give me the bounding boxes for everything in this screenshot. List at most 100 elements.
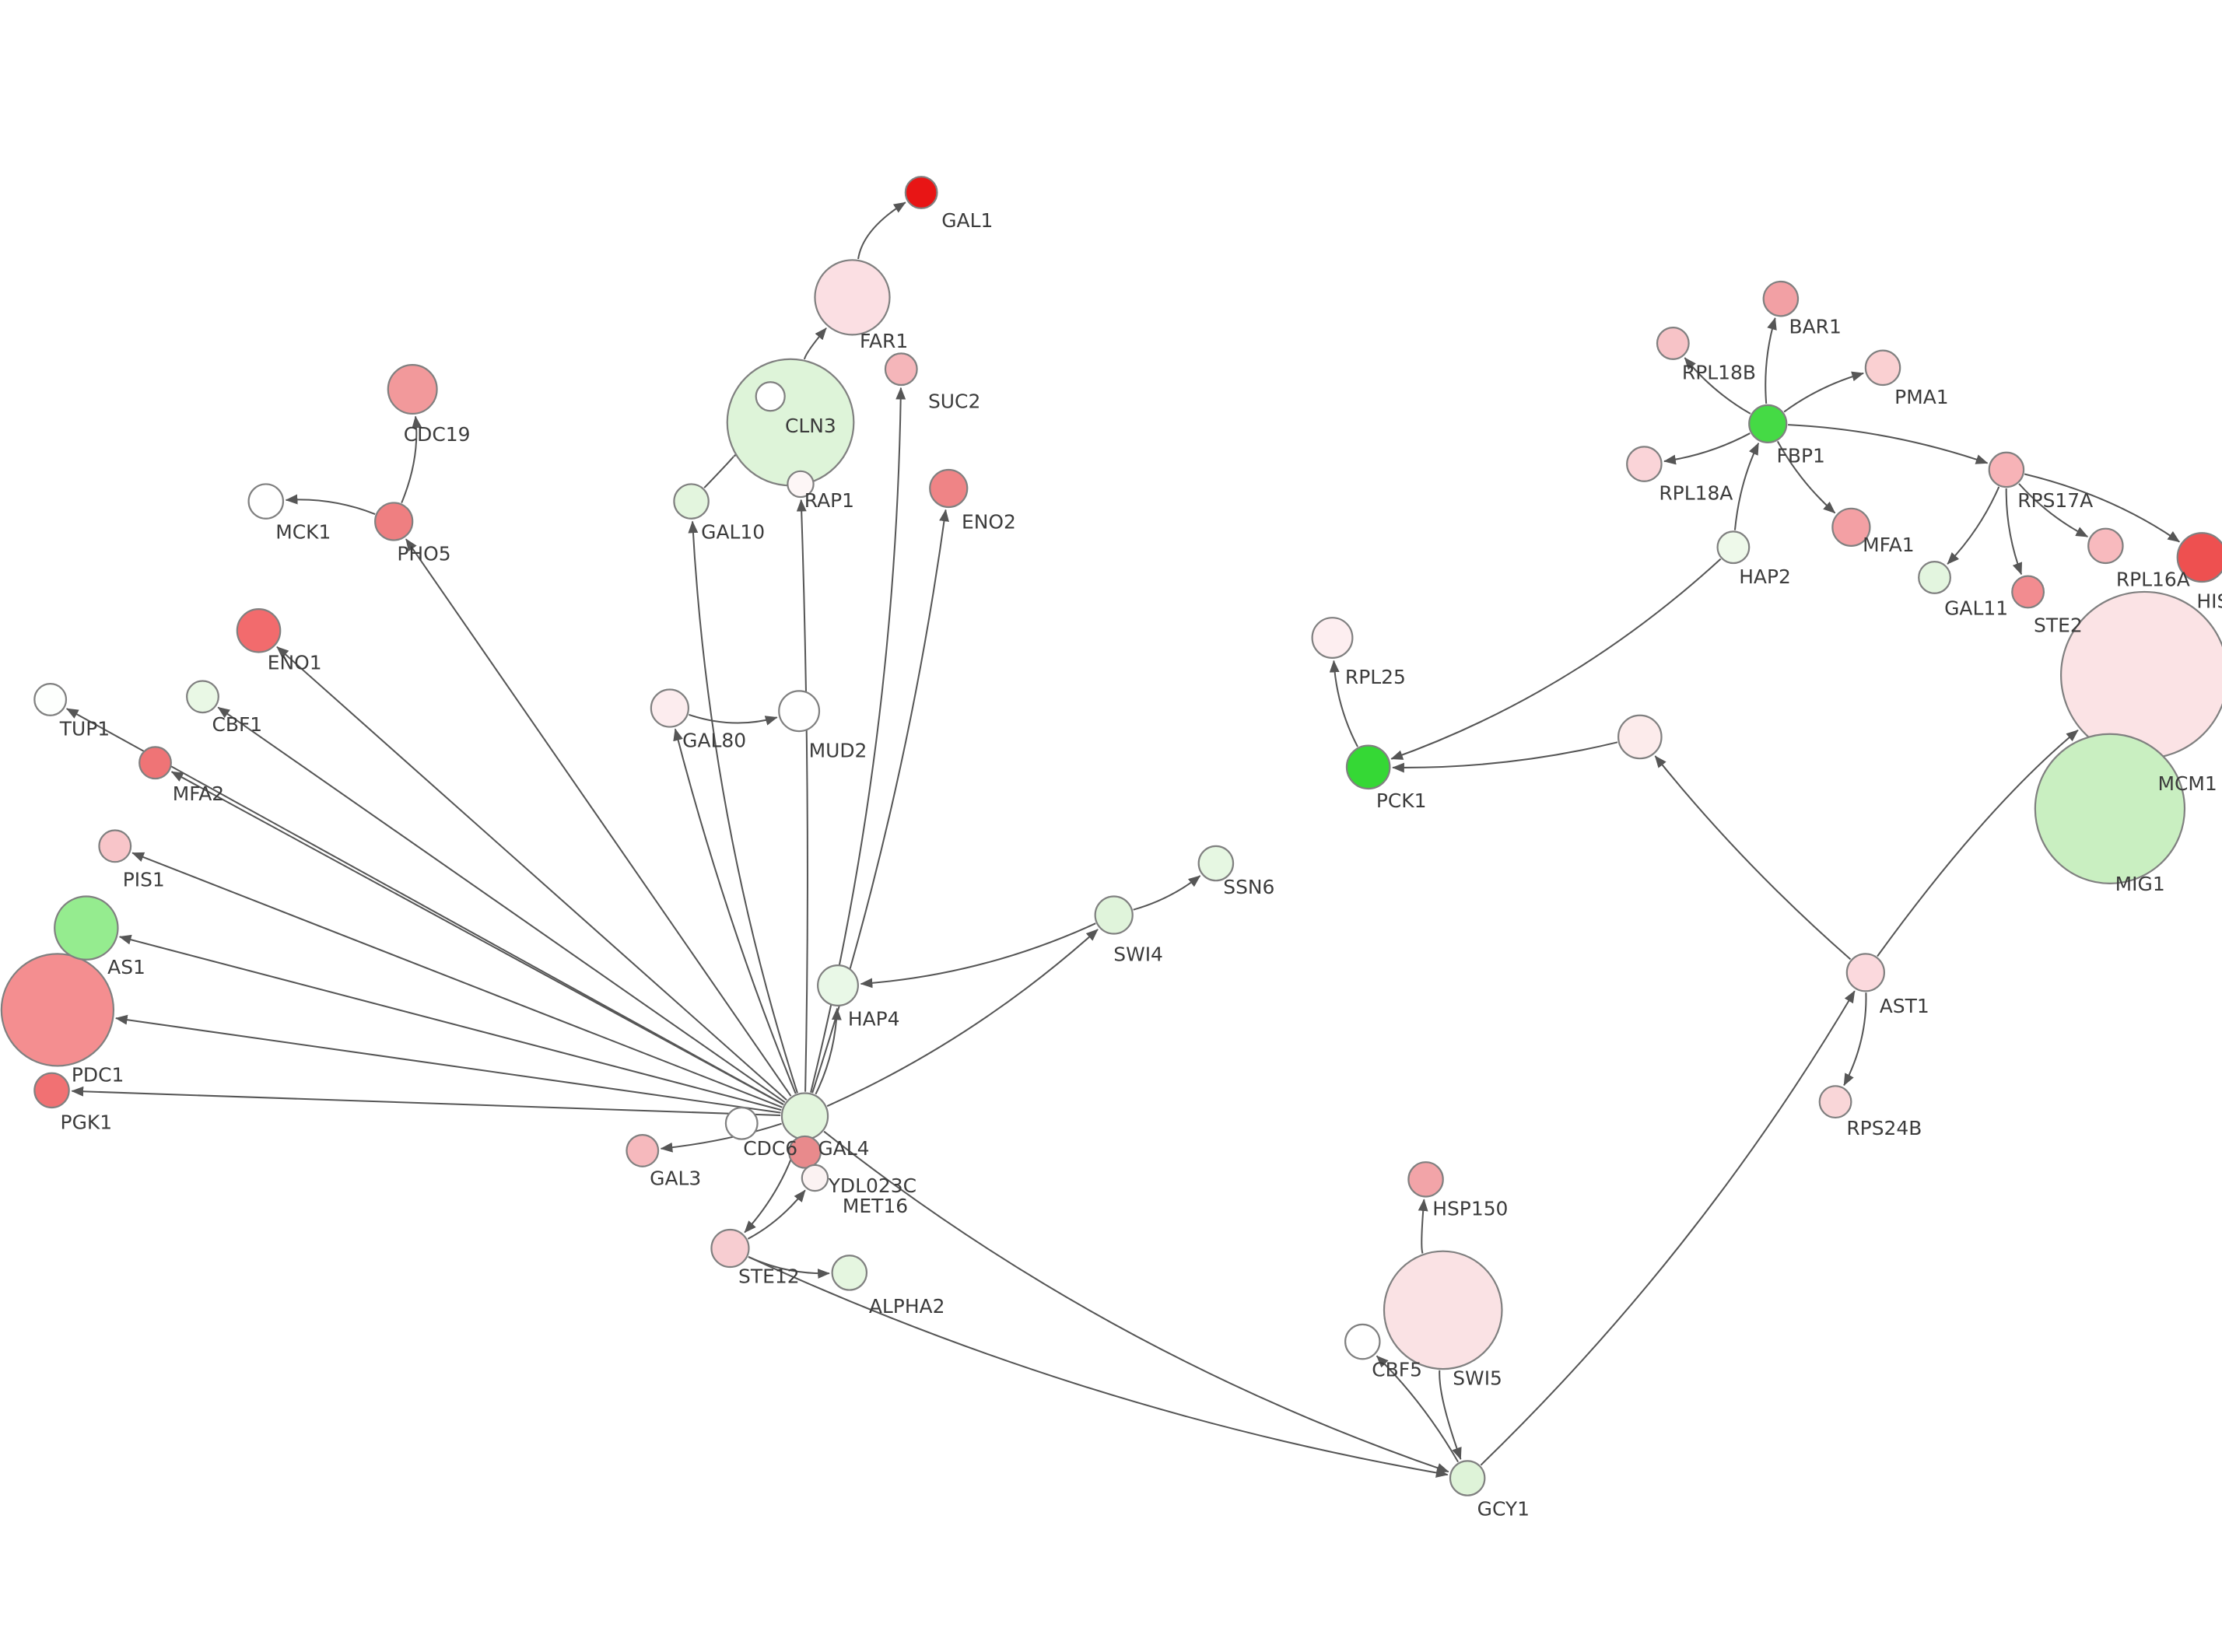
edge-pink1-pck1[interactable]	[1392, 741, 1618, 773]
node-fbp1[interactable]	[1748, 404, 1788, 443]
edge-swi5-hsp150[interactable]	[1418, 1199, 1428, 1254]
node-hsp150[interactable]	[1407, 1161, 1444, 1198]
node-cbf5[interactable]	[1344, 1323, 1381, 1360]
edge-pck1-rpl25[interactable]	[1329, 660, 1358, 747]
node-cdc19[interactable]	[387, 364, 438, 415]
node-his4[interactable]	[2176, 532, 2222, 583]
edge-hap2-fbp1[interactable]	[1733, 442, 1760, 530]
edge-gal4-pis1[interactable]	[131, 852, 783, 1108]
node-ste12[interactable]	[710, 1228, 750, 1269]
node-ydl023c[interactable]	[788, 1135, 822, 1169]
edge-fbp1-mfa1[interactable]	[1776, 440, 1836, 514]
edge-gal4-pho5[interactable]	[405, 538, 792, 1097]
edge-gal4-eno1[interactable]	[276, 646, 787, 1101]
node-eno2[interactable]	[929, 468, 969, 509]
node-ssn6[interactable]	[1197, 845, 1235, 882]
edge-gal4-pdc1[interactable]	[114, 1014, 781, 1114]
edge-far1-gal1[interactable]	[857, 201, 906, 260]
edge-gal4-gal3[interactable]	[660, 1122, 782, 1153]
node-rpl18b[interactable]	[1656, 326, 1690, 360]
edge-gal10-cln3[interactable]	[703, 446, 747, 488]
edge-gal4-swi4[interactable]	[826, 929, 1099, 1108]
node-ast1[interactable]	[1845, 953, 1885, 992]
edge-gal4-gal80[interactable]	[673, 728, 797, 1094]
node-mfa2[interactable]	[138, 746, 172, 780]
node-mfa1[interactable]	[1831, 507, 1871, 547]
node-bar1[interactable]	[1762, 280, 1800, 317]
node-pma1[interactable]	[1864, 349, 1901, 387]
node-gal80[interactable]	[650, 688, 689, 728]
edge-pho5-cdc19[interactable]	[401, 415, 422, 504]
node-mck1[interactable]	[247, 483, 285, 520]
edge-gcy1-ast1[interactable]	[1480, 990, 1856, 1466]
node-swi5[interactable]	[1383, 1250, 1503, 1370]
edge-ste12-alpha2[interactable]	[748, 1255, 830, 1279]
node-cln3b[interactable]	[755, 381, 786, 412]
node-rps17a[interactable]	[1988, 451, 2025, 488]
edge-gal4-hap4[interactable]	[815, 1007, 842, 1095]
edge-pho5-mck1[interactable]	[285, 494, 376, 515]
node-pdc1[interactable]	[0, 953, 115, 1067]
node-pink1[interactable]	[1617, 714, 1663, 760]
node-gal10[interactable]	[673, 483, 710, 520]
node-rpl25[interactable]	[1311, 617, 1354, 660]
edge-hap2-pck1[interactable]	[1390, 558, 1722, 760]
edge-fbp1-rpl18b[interactable]	[1684, 357, 1751, 415]
edge-gal4-gcy1[interactable]	[823, 1130, 1449, 1473]
node-pho5[interactable]	[374, 502, 414, 541]
node-gcy1[interactable]	[1449, 1460, 1486, 1496]
edge-gal80-mud2[interactable]	[689, 713, 778, 726]
edge-gal4-rap1[interactable]	[796, 499, 808, 1092]
edge-fbp1-rps17a[interactable]	[1788, 424, 1989, 464]
edge-rps17a-gal11[interactable]	[1947, 486, 2000, 565]
node-eno1[interactable]	[236, 608, 282, 653]
node-ste2[interactable]	[2011, 575, 2045, 609]
node-hap4[interactable]	[817, 964, 859, 1006]
node-cbf1[interactable]	[186, 680, 219, 714]
edge-gal4-mfa2[interactable]	[170, 771, 784, 1106]
node-mig1[interactable]	[2034, 733, 2186, 884]
node-gal4[interactable]	[780, 1092, 829, 1140]
node-suc2[interactable]	[884, 352, 918, 387]
node-rap1[interactable]	[787, 470, 815, 499]
edge-rps17a-ste2[interactable]	[2005, 488, 2023, 576]
edge-gcy1-cbf5[interactable]	[1376, 1355, 1460, 1463]
node-hap2[interactable]	[1716, 530, 1751, 565]
edge-gal4-gal10[interactable]	[688, 520, 798, 1094]
node-rps24b[interactable]	[1818, 1085, 1852, 1119]
edge-cln3-far1[interactable]	[803, 327, 827, 360]
node-pgk1[interactable]	[33, 1072, 70, 1109]
node-far1[interactable]	[814, 259, 891, 336]
node-mud2[interactable]	[778, 690, 821, 733]
edge-fbp1-pma1[interactable]	[1783, 371, 1864, 413]
edge-swi4-ssn6[interactable]	[1133, 875, 1201, 911]
node-rpl18a[interactable]	[1626, 446, 1663, 482]
edge-swi4-hap4[interactable]	[860, 922, 1096, 989]
node-gal11[interactable]	[1918, 561, 1951, 594]
edge-fbp1-bar1[interactable]	[1765, 317, 1777, 404]
node-cdc6[interactable]	[724, 1106, 759, 1140]
edge-ste12-met16[interactable]	[747, 1189, 806, 1240]
node-as1[interactable]	[54, 895, 119, 961]
node-mcm1[interactable]	[2060, 590, 2222, 760]
edge-ast1-pink1[interactable]	[1654, 755, 1852, 961]
node-swi4[interactable]	[1094, 895, 1134, 935]
edge-fbp1-rpl18a[interactable]	[1663, 432, 1751, 465]
node-rpl16a[interactable]	[2087, 527, 2124, 565]
edge-gal4-pgk1[interactable]	[71, 1086, 781, 1116]
edge-gal4-cbf1[interactable]	[217, 706, 786, 1104]
edge-rps17a-rpl16a[interactable]	[2018, 483, 2089, 537]
node-alpha2[interactable]	[831, 1255, 868, 1291]
edge-gal4-as1[interactable]	[118, 934, 782, 1111]
node-gal3[interactable]	[626, 1133, 660, 1167]
edge-ast1-mcm1[interactable]	[1877, 730, 2079, 957]
node-tup1[interactable]	[33, 683, 68, 716]
edge-gal4-tup1[interactable]	[65, 708, 784, 1105]
node-pck1[interactable]	[1345, 744, 1391, 790]
node-gal1[interactable]	[904, 176, 938, 209]
edge-swi5-gcy1[interactable]	[1439, 1370, 1462, 1461]
node-pis1[interactable]	[98, 829, 132, 863]
edge-rps17a-his4[interactable]	[2024, 473, 2181, 543]
